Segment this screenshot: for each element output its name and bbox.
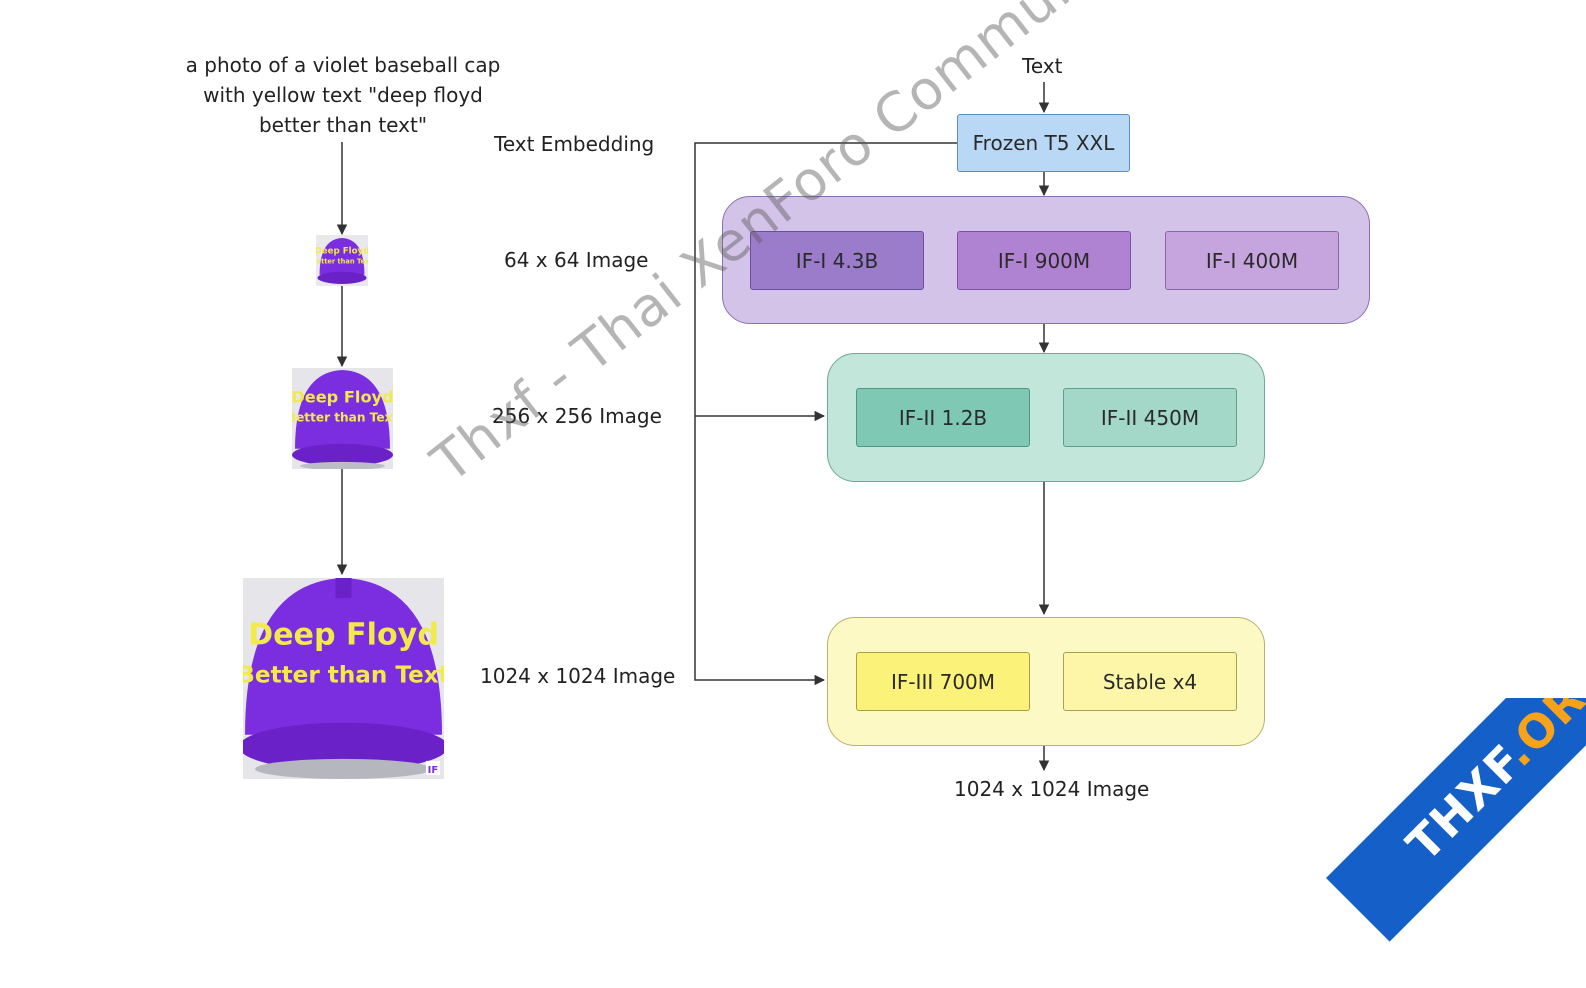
cap-256-line2: Better than Text	[292, 411, 393, 425]
label-1024-image: 1024 x 1024 Image	[480, 664, 676, 688]
stage1-model-1-label: IF-I 900M	[997, 248, 1091, 273]
cap-1024-line1: Deep Floyd	[248, 617, 439, 652]
stage2-model-1: IF-II 450M	[1063, 388, 1237, 447]
stage1-model-0: IF-I 4.3B	[750, 231, 924, 290]
stage1-model-0-label: IF-I 4.3B	[795, 248, 879, 273]
stage3-model-0: IF-III 700M	[856, 652, 1030, 711]
stage1-model-2: IF-I 400M	[1165, 231, 1339, 290]
cap-256-line1: Deep Floyd	[292, 387, 393, 406]
prompt-text: a photo of a violet baseball cap with ye…	[185, 53, 501, 137]
cap-64-line2: Better than Text	[316, 258, 368, 266]
cap-64-line1: Deep Floyd	[316, 246, 368, 256]
stage2-model-1-label: IF-II 450M	[1100, 405, 1200, 430]
cap-1024-mark: IF	[428, 765, 439, 776]
stage2-model-0-label: IF-II 1.2B	[898, 405, 988, 430]
label-output-image: 1024 x 1024 Image	[954, 777, 1150, 801]
thxf-logo-text: THXF.ORG	[1396, 698, 1586, 872]
encoder-t5-box: Frozen T5 XXL	[957, 114, 1130, 172]
cap-image-256: Deep Floyd Better than Text	[292, 368, 393, 469]
stage3-model-0-label: IF-III 700M	[890, 669, 996, 694]
stage3-model-1-label: Stable x4	[1102, 669, 1198, 694]
label-text-input: Text	[1022, 54, 1063, 78]
thxf-badge: THXF.ORG	[1296, 698, 1586, 988]
cap-image-64: Deep Floyd Better than Text	[316, 235, 368, 286]
cap-illustration-256: Deep Floyd Better than Text	[292, 368, 393, 469]
label-64-image: 64 x 64 Image	[504, 248, 649, 272]
stage1-model-1: IF-I 900M	[957, 231, 1131, 290]
cap-image-1024: Deep Floyd Better than Text IF	[243, 578, 444, 779]
stage2-model-0: IF-II 1.2B	[856, 388, 1030, 447]
label-text-embedding: Text Embedding	[494, 132, 655, 156]
embedding-bus	[694, 142, 957, 686]
stage1-model-2-label: IF-I 400M	[1205, 248, 1299, 273]
cap-illustration-64: Deep Floyd Better than Text	[316, 235, 368, 286]
thxf-ribbon: THXF.ORG	[1326, 698, 1586, 942]
stage3-model-1: Stable x4	[1063, 652, 1237, 711]
cap-illustration-1024: Deep Floyd Better than Text IF	[243, 578, 444, 779]
cap-1024-line2: Better than Text	[243, 663, 444, 689]
thxf-logo-main: THXF	[1396, 738, 1530, 872]
label-256-image: 256 x 256 Image	[492, 404, 662, 428]
encoder-t5-label: Frozen T5 XXL	[972, 131, 1115, 155]
